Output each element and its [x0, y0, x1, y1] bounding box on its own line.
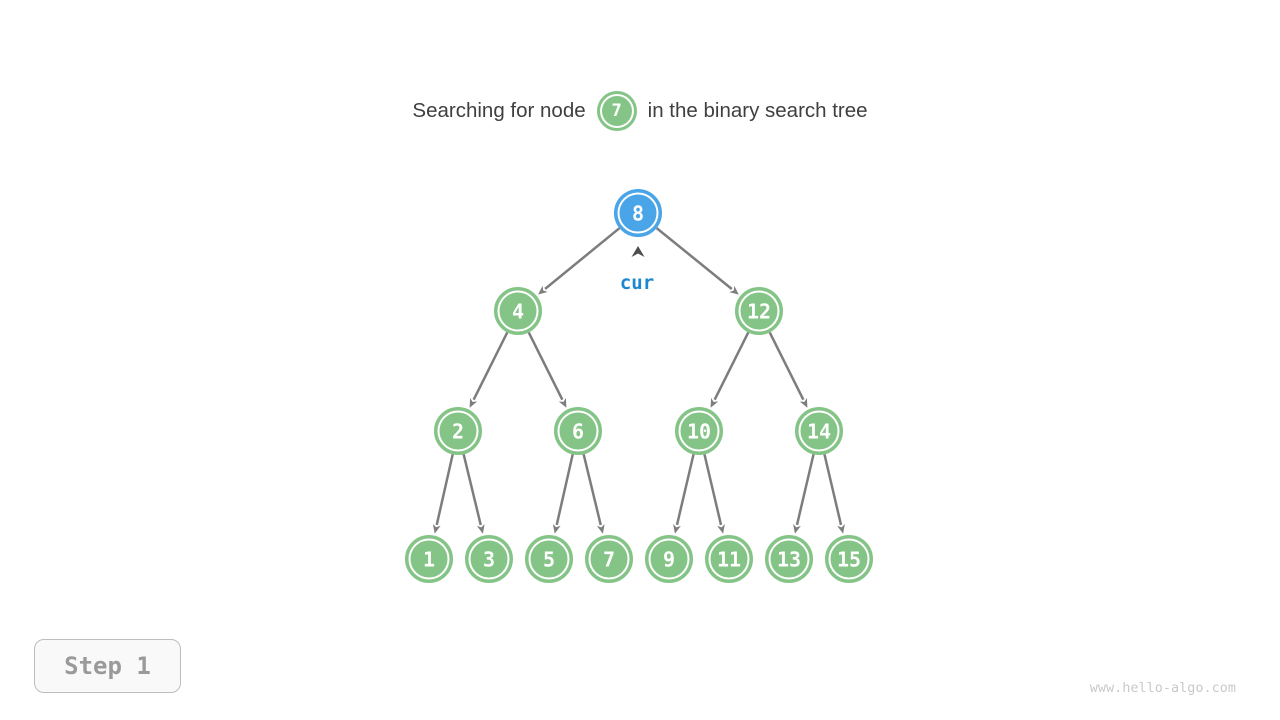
tree-edge-2-3 — [462, 454, 485, 534]
step-badge: Step 1 — [34, 639, 181, 693]
tree-node-value: 1 — [423, 548, 435, 572]
tree-edge-2-1 — [432, 454, 454, 534]
tree-node-9: 9 — [645, 535, 693, 583]
tree-edge-4-2 — [469, 331, 509, 408]
tree-node-value: 14 — [807, 420, 831, 444]
cur-pointer-caret-icon — [631, 246, 645, 257]
tree-node-3: 3 — [465, 535, 513, 583]
tree-node-value: 10 — [687, 420, 711, 444]
tree-edge-6-5 — [552, 454, 574, 534]
title-target-node: 7 — [596, 91, 637, 131]
tree-node-value: 3 — [483, 548, 495, 572]
tree-node-value: 15 — [837, 548, 861, 572]
tree-node-value: 6 — [572, 420, 584, 444]
tree-edge-10-9 — [673, 454, 695, 534]
tree-node-value: 12 — [747, 300, 771, 324]
tree-node-value: 11 — [717, 548, 741, 572]
tree-edge-14-15 — [823, 454, 845, 534]
tree-edge-8-12 — [655, 227, 739, 295]
tree-edge-12-10 — [710, 331, 750, 408]
tree-node-13: 13 — [765, 535, 813, 583]
title-suffix: in the binary search tree — [647, 99, 868, 122]
tree-node-2: 2 — [434, 407, 482, 455]
tree-node-6: 6 — [554, 407, 602, 455]
tree-edge-10-11 — [703, 454, 725, 534]
tree-edge-14-13 — [793, 454, 815, 534]
tree-node-value: 7 — [603, 548, 615, 572]
step-badge-label: Step 1 — [64, 652, 151, 680]
tree-node-8: 8 — [614, 189, 662, 237]
tree-edge-6-7 — [582, 454, 605, 534]
title-target-value: 7 — [611, 101, 622, 121]
tree-node-15: 15 — [825, 535, 873, 583]
tree-node-value: 9 — [663, 548, 675, 572]
tree-edge-4-6 — [527, 331, 567, 408]
tree-node-value: 2 — [452, 420, 464, 444]
tree-node-7: 7 — [585, 535, 633, 583]
tree-node-12: 12 — [735, 287, 783, 335]
diagram-title: Searching for node 7 in the binary searc… — [0, 88, 1280, 134]
tree-node-14: 14 — [795, 407, 843, 455]
tree-node-value: 8 — [632, 202, 644, 226]
tree-edge-8-4 — [538, 227, 621, 295]
watermark: www.hello-algo.com — [1089, 680, 1236, 696]
tree-edge-12-14 — [768, 331, 808, 408]
tree-node-10: 10 — [675, 407, 723, 455]
cur-pointer-label: cur — [620, 272, 654, 294]
tree-node-value: 5 — [543, 548, 555, 572]
tree-node-5: 5 — [525, 535, 573, 583]
tree-node-value: 4 — [512, 300, 524, 324]
tree-node-4: 4 — [494, 287, 542, 335]
tree-node-value: 13 — [777, 548, 801, 572]
tree-node-11: 11 — [705, 535, 753, 583]
tree-node-1: 1 — [405, 535, 453, 583]
title-prefix: Searching for node — [412, 99, 586, 122]
